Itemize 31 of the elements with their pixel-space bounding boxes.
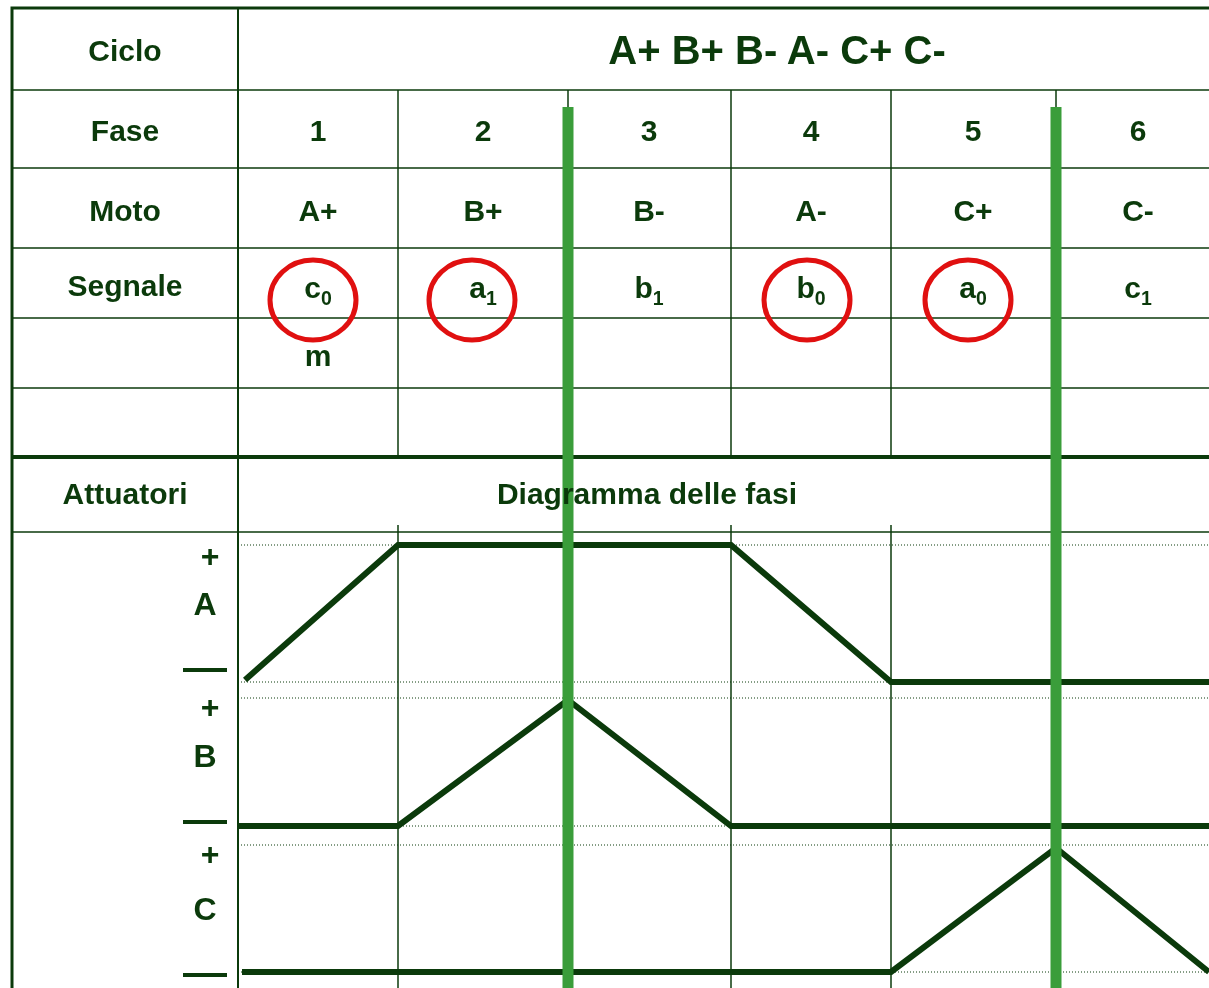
signal-label: c$_{1}$	[1124, 270, 1152, 310]
motion-label: C+	[953, 193, 993, 227]
row-heading: Segnale	[67, 268, 183, 302]
signal-label: a$_{1}$	[469, 270, 497, 310]
actuator-name: C	[193, 892, 217, 928]
level-sign: +	[200, 690, 220, 726]
phase-number: 4	[802, 113, 820, 147]
motion-label: A+	[298, 193, 338, 227]
row-heading: Moto	[89, 193, 161, 227]
motion-label: A-	[795, 193, 827, 227]
row-heading: Ciclo	[88, 33, 162, 67]
row-heading: Attuatori	[62, 476, 188, 510]
level-sign: +	[200, 539, 220, 575]
motion-label: B-	[633, 193, 665, 227]
signal-label: c$_{0}$	[304, 270, 332, 310]
signal-label: b$_{0}$	[796, 270, 826, 310]
motion-label: C-	[1122, 193, 1154, 227]
phase-number: 3	[640, 113, 658, 147]
note-text: m	[304, 338, 332, 372]
phase-number: 5	[964, 113, 982, 147]
motion-label: B+	[463, 193, 503, 227]
phase-number: 6	[1129, 113, 1147, 147]
actuator-name: B	[193, 739, 217, 775]
cycle-sequence: A+ B+ B- A- C+ C-	[608, 28, 946, 72]
row-heading: Fase	[90, 113, 160, 147]
actuator-name: A	[193, 587, 217, 623]
signal-label: b$_{1}$	[634, 270, 664, 310]
phase-number: 1	[309, 113, 327, 147]
signal-label: a$_{0}$	[959, 270, 987, 310]
level-sign: +	[200, 837, 220, 873]
phase-number: 2	[474, 113, 492, 147]
